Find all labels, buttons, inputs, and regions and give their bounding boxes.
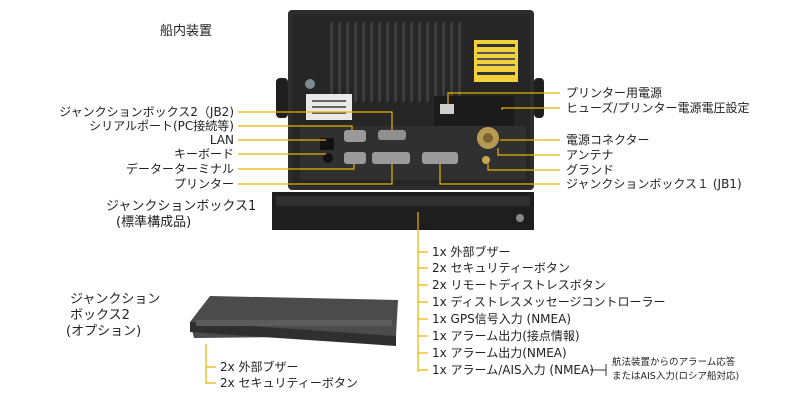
label-printer-power: プリンター用電源 <box>566 86 663 100</box>
label-printer: プリンター <box>173 177 234 191</box>
jb2-item: 2x セキュリティーボタン <box>220 376 358 390</box>
jb2-heading-line3: (オプション) <box>66 324 142 339</box>
label-serial-port: シリアルポート(PC接続等) <box>89 119 234 133</box>
junction-box-2 <box>190 296 398 346</box>
jb1-item: 1x 外部ブザー <box>432 245 511 259</box>
label-power-connector: 電源コネクター <box>566 133 650 147</box>
label-jb2: ジャンクションボックス2（JB2) <box>59 105 234 119</box>
label-antenna: アンテナ <box>566 148 614 162</box>
jb1-item: 1x アラーム出力(NMEA) <box>432 346 567 360</box>
jb2-heading-line2: ボックス2 <box>70 308 130 323</box>
jb1-item: 1x アラーム/AIS入力 (NMEA) <box>432 363 594 377</box>
jb1-note-line2: またはAIS入力(ロシア船対応) <box>612 371 740 382</box>
label-keyboard: キーボード <box>173 147 234 161</box>
jb2-heading-line1: ジャンクション <box>70 292 161 307</box>
title: 船内装置 <box>160 24 213 39</box>
jb1-item: 1x アラーム出力(接点情報) <box>432 329 580 343</box>
label-fuse-voltage: ヒューズ/プリンター電源電圧設定 <box>566 101 750 115</box>
jb1-item: 2x リモートディストレスボタン <box>432 278 606 292</box>
main-unit <box>276 10 544 190</box>
jb2-item: 2x 外部ブザー <box>220 360 299 374</box>
jb1-item: 1x GPS信号入力 (NMEA) <box>432 312 572 326</box>
jb1-heading: ジャンクションボックス1 <box>106 199 257 214</box>
jb1-subheading: (標準構成品) <box>116 215 192 230</box>
label-ground: グランド <box>566 163 615 177</box>
label-jb1: ジャンクションボックス１ (JB1) <box>566 177 742 191</box>
jb1-note-line1: 航法装置からのアラーム応答 <box>612 357 736 368</box>
jb1-item: 1x ディストレスメッセージコントローラー <box>432 295 666 309</box>
label-lan: LAN <box>209 133 234 147</box>
label-data-terminal: データーターミナル <box>125 162 234 176</box>
jb1-item: 2x セキュリティーボタン <box>432 261 570 275</box>
junction-box-1 <box>272 192 534 230</box>
